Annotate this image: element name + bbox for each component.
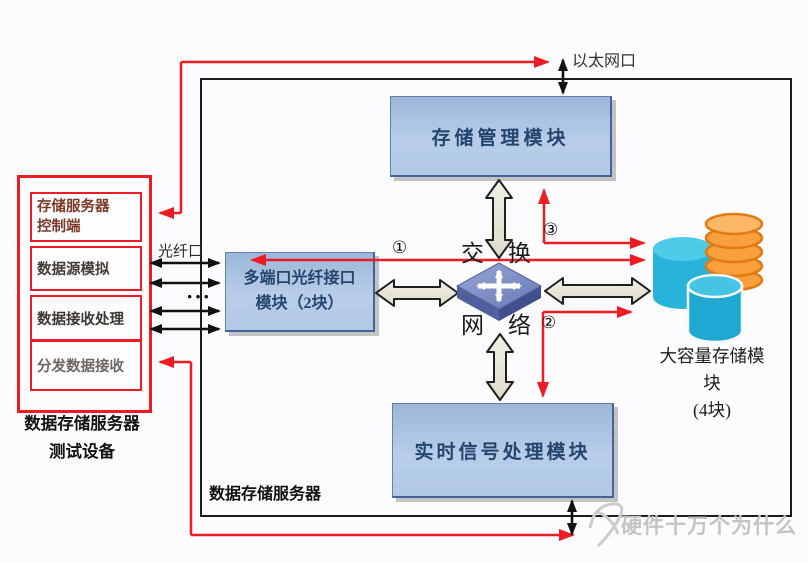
ethernet-port-label: 以太网口 bbox=[572, 53, 637, 70]
test-equipment-caption: 数据存储服务器 测试设备 bbox=[2, 410, 162, 466]
test-equipment-caption-line1: 数据存储服务器 bbox=[24, 414, 140, 433]
fiber-port-ellipsis: ··· bbox=[186, 284, 212, 309]
mass-storage-line1: 大容量存储模 bbox=[659, 346, 765, 366]
test-item-data-receive-process: 数据接收处理 bbox=[30, 295, 142, 341]
test-item-1-label: 存储服务器 控制端 bbox=[37, 197, 110, 238]
test-item-4-label: 分发数据接收 bbox=[37, 359, 124, 375]
fiber-port-label: 光纤口 bbox=[158, 244, 204, 260]
data-storage-server-label: 数据存储服务器 bbox=[209, 486, 322, 503]
fiber-interface-module-label: 多端口光纤接口 模块（2块） bbox=[243, 267, 355, 317]
switch-network-label-top: 交换 bbox=[461, 241, 555, 266]
test-item-2-label: 数据源模拟 bbox=[37, 262, 110, 278]
test-item-storage-server-control: 存储服务器 控制端 bbox=[30, 192, 142, 242]
test-item-3-label: 数据接收处理 bbox=[37, 311, 124, 328]
fiber-interface-line2: 模块（2块） bbox=[255, 294, 344, 312]
mass-storage-line3: (4块) bbox=[693, 400, 731, 420]
flow-number-3: ③ bbox=[543, 220, 559, 239]
realtime-signal-module-label: 实时信号处理模块 bbox=[414, 441, 591, 463]
test-item-data-source-sim: 数据源模拟 bbox=[30, 246, 142, 291]
storage-management-module-label: 存储管理模块 bbox=[431, 127, 570, 149]
test-item-1-line1: 存储服务器 bbox=[37, 198, 110, 215]
test-item-1-line2: 控制端 bbox=[37, 219, 81, 235]
flow-number-1: ① bbox=[392, 238, 408, 257]
fiber-interface-line1: 多端口光纤接口 bbox=[243, 269, 356, 287]
mass-storage-line2: 块 bbox=[703, 373, 721, 393]
flow-number-2: ② bbox=[541, 313, 557, 332]
test-item-distribute-receive: 分发数据接收 bbox=[30, 340, 142, 391]
mass-storage-label: 大容量存储模 块 (4块) bbox=[648, 343, 776, 424]
watermark-text: 硬件十万个为什么 bbox=[621, 514, 797, 538]
server-chassis-border bbox=[200, 78, 792, 517]
realtime-signal-module-box: 实时信号处理模块 bbox=[392, 403, 614, 498]
test-equipment-group-box: 存储服务器 控制端 数据源模拟 数据接收处理 分发数据接收 bbox=[17, 175, 152, 413]
storage-management-module-box: 存储管理模块 bbox=[390, 96, 612, 177]
fiber-interface-module-box: 多端口光纤接口 模块（2块） bbox=[225, 252, 375, 332]
test-equipment-caption-line2: 测试设备 bbox=[49, 442, 115, 462]
